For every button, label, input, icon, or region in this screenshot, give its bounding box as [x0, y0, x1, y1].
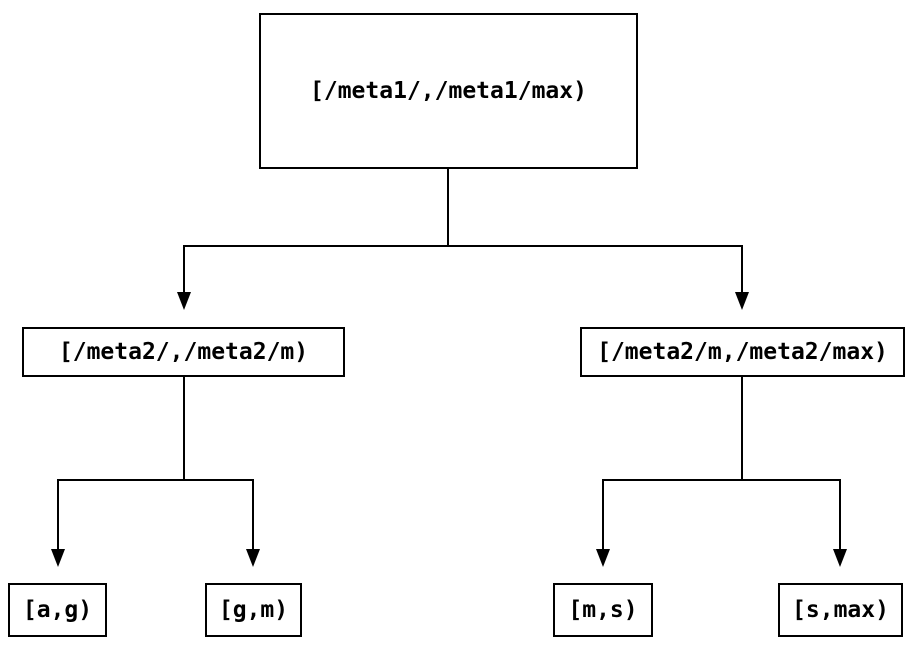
edge-root-to-left	[183, 245, 185, 292]
edge-root-crossbar	[183, 245, 743, 247]
edge-left-to-gm	[252, 479, 254, 549]
node-leaf-gm: [g,m)	[205, 583, 302, 637]
node-leaf-ag: [a,g)	[8, 583, 107, 637]
edge-left-stem	[183, 377, 185, 481]
arrowhead-down-icon	[246, 549, 260, 567]
edge-right-stem	[741, 377, 743, 481]
arrowhead-down-icon	[596, 549, 610, 567]
node-leaf-ms-label: [m,s)	[568, 597, 638, 623]
node-meta2-left-label: [/meta2/,/meta2/m)	[58, 339, 309, 365]
node-leaf-smax: [s,max)	[778, 583, 903, 637]
node-leaf-ms: [m,s)	[553, 583, 653, 637]
node-root-label: [/meta1/,/meta1/max)	[310, 78, 587, 104]
edge-left-crossbar	[57, 479, 254, 481]
node-leaf-smax-label: [s,max)	[792, 597, 889, 623]
edge-right-to-smax	[839, 479, 841, 549]
node-leaf-ag-label: [a,g)	[22, 597, 93, 623]
node-meta2-right-label: [/meta2/m,/meta2/max)	[597, 339, 888, 365]
arrowhead-down-icon	[51, 549, 65, 567]
edge-root-stem	[447, 169, 449, 247]
arrowhead-down-icon	[177, 292, 191, 310]
edge-root-to-right	[741, 245, 743, 292]
edge-right-crossbar	[602, 479, 841, 481]
arrowhead-down-icon	[735, 292, 749, 310]
node-meta2-right: [/meta2/m,/meta2/max)	[580, 327, 905, 377]
edge-right-to-ms	[602, 479, 604, 549]
edge-left-to-ag	[57, 479, 59, 549]
node-root: [/meta1/,/meta1/max)	[259, 13, 638, 169]
node-leaf-gm-label: [g,m)	[218, 597, 289, 623]
node-meta2-left: [/meta2/,/meta2/m)	[22, 327, 345, 377]
arrowhead-down-icon	[833, 549, 847, 567]
